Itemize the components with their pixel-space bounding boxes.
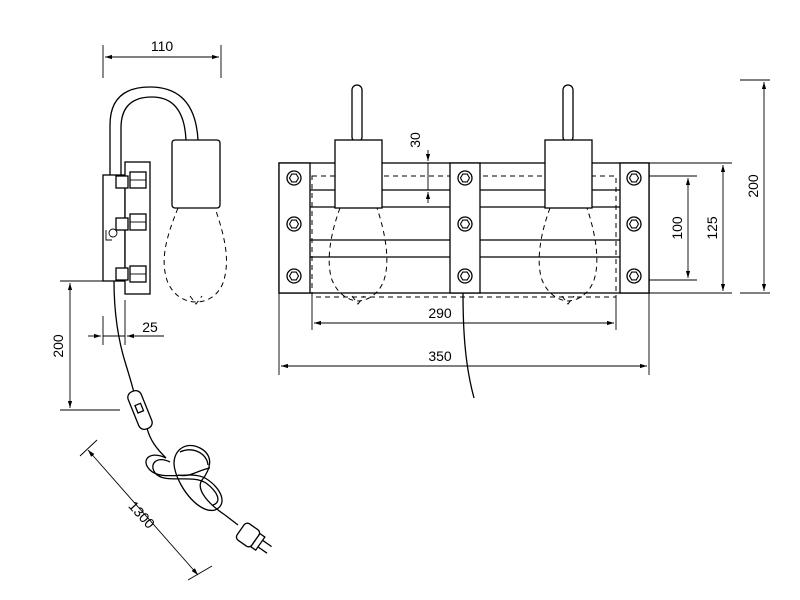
dim-side-width: 110 xyxy=(102,38,222,78)
side-view: 110 xyxy=(50,38,272,581)
side-bolts xyxy=(115,171,147,283)
front-dashed-frame xyxy=(311,175,617,298)
arm-outer xyxy=(109,86,199,175)
dim-1300-label: 1300 xyxy=(125,498,158,532)
side-socket xyxy=(171,139,221,209)
front-cable xyxy=(462,292,475,399)
dim-plate-height: 125 xyxy=(649,162,732,294)
dim-canopy-depth: 25 xyxy=(88,300,164,345)
dim-overall-width: 350 xyxy=(278,293,650,375)
dim-cable-drop: 200 xyxy=(50,280,120,411)
dim-200-front-label: 200 xyxy=(745,174,761,198)
dim-bulb-spacing: 290 xyxy=(311,297,617,330)
dim-overall-height: 200 xyxy=(740,79,770,294)
inline-switch xyxy=(127,389,153,431)
arm-inner xyxy=(120,96,187,175)
front-lamp-left xyxy=(328,84,388,305)
dim-bar-height: 100 xyxy=(649,175,697,281)
dim-30-label: 30 xyxy=(407,132,423,148)
front-view: 30 290 350 100 125 xyxy=(278,79,770,399)
dim-100-label: 100 xyxy=(669,216,685,240)
side-bulb xyxy=(163,207,227,303)
dim-25-label: 25 xyxy=(142,319,158,335)
dim-125-label: 125 xyxy=(704,216,720,240)
dim-110-label: 110 xyxy=(151,38,174,54)
plug xyxy=(235,522,272,554)
coiled-cable xyxy=(145,427,239,526)
dim-290-label: 290 xyxy=(428,305,452,321)
cable xyxy=(113,280,135,394)
front-lamp-right xyxy=(538,84,598,305)
dim-200-side-label: 200 xyxy=(50,334,66,358)
dim-socket-height: 30 xyxy=(382,132,440,203)
dim-350-label: 350 xyxy=(428,348,452,364)
side-switch-symbol xyxy=(105,228,118,241)
